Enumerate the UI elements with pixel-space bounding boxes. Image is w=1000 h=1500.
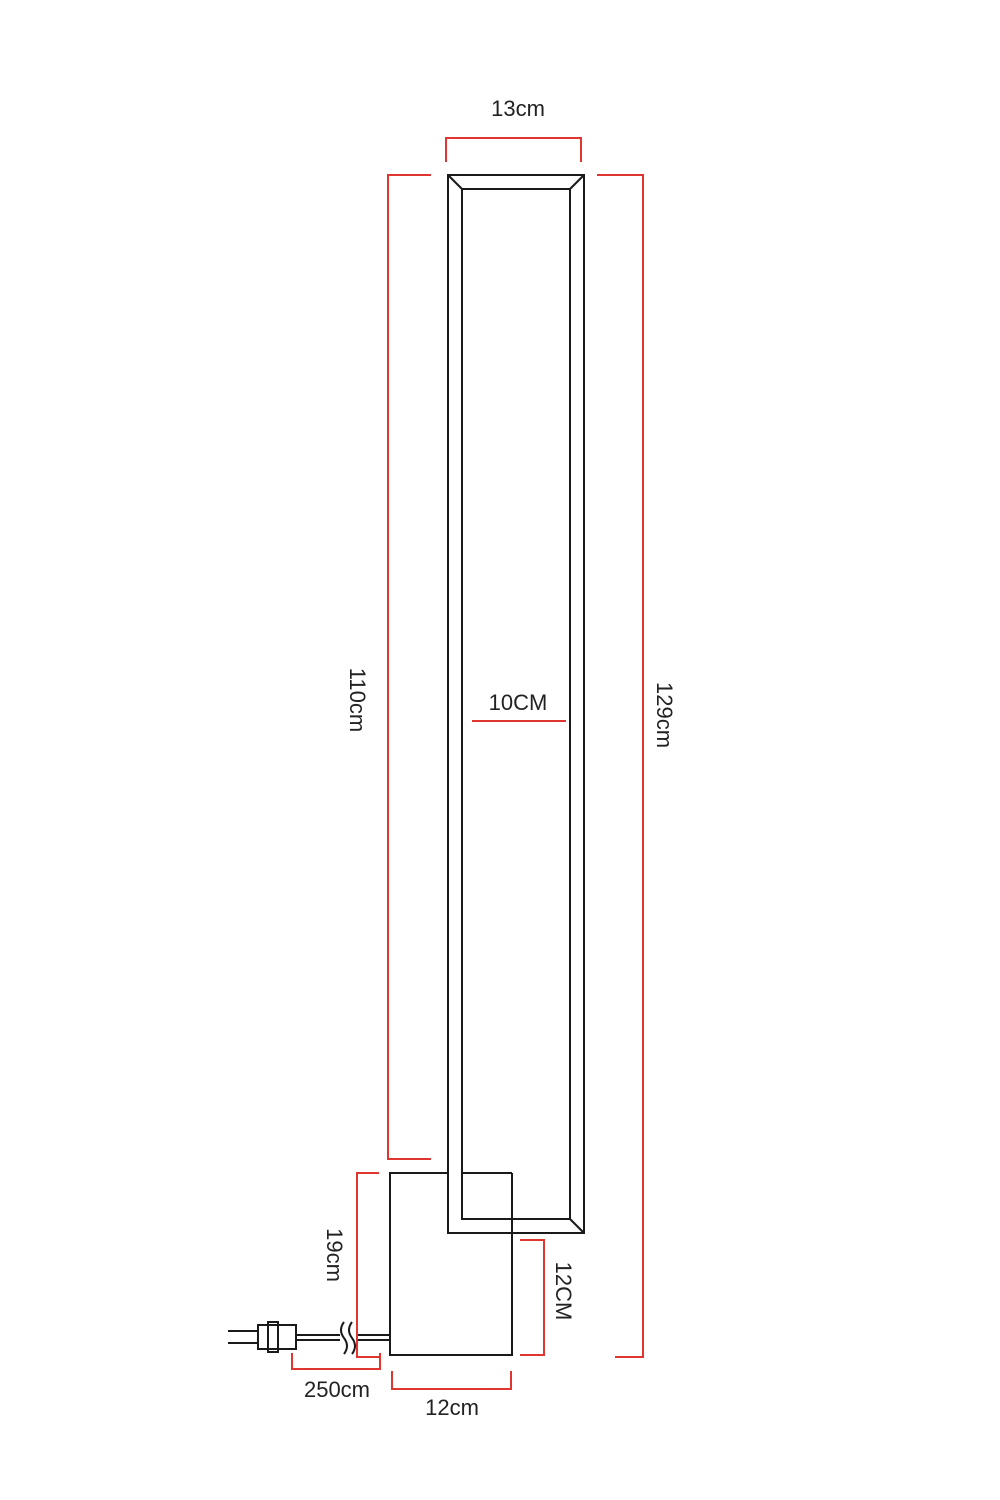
label-top-width: 13cm: [491, 96, 545, 121]
label-base-right-height: 12CM: [551, 1262, 576, 1321]
dim-line-cable-length: [291, 1353, 381, 1370]
label-base-width: 12cm: [425, 1395, 479, 1420]
dim-line-total-height: [597, 174, 644, 1358]
base-block-outline: [389, 1172, 513, 1356]
lamp-frame: [447, 174, 585, 1234]
frame-corner-bevel-tl: [447, 174, 463, 190]
dimension-lines: [291, 137, 644, 1390]
dim-line-base-height: [356, 1172, 379, 1358]
dim-line-inner-height: [387, 174, 431, 1160]
dim-line-base-width: [391, 1371, 512, 1390]
dim-line-base-right-height: [520, 1239, 545, 1356]
label-cable-length: 250cm: [304, 1377, 370, 1402]
label-base-height: 19cm: [322, 1228, 347, 1282]
plug-icon: [228, 1321, 297, 1353]
power-cable: [296, 1321, 390, 1355]
cable-break-mark-left: [340, 1321, 348, 1355]
label-inner-width: 10CM: [489, 690, 548, 715]
lamp-base: [389, 1172, 513, 1356]
frame-corner-bevel-tr: [569, 174, 585, 190]
label-inner-height: 110cm: [345, 668, 370, 732]
frame-corner-bevel-br: [569, 1218, 585, 1234]
cable-break-mark-right: [348, 1321, 356, 1355]
dim-line-top-width: [445, 137, 582, 162]
label-total-height: 129cm: [652, 682, 677, 748]
